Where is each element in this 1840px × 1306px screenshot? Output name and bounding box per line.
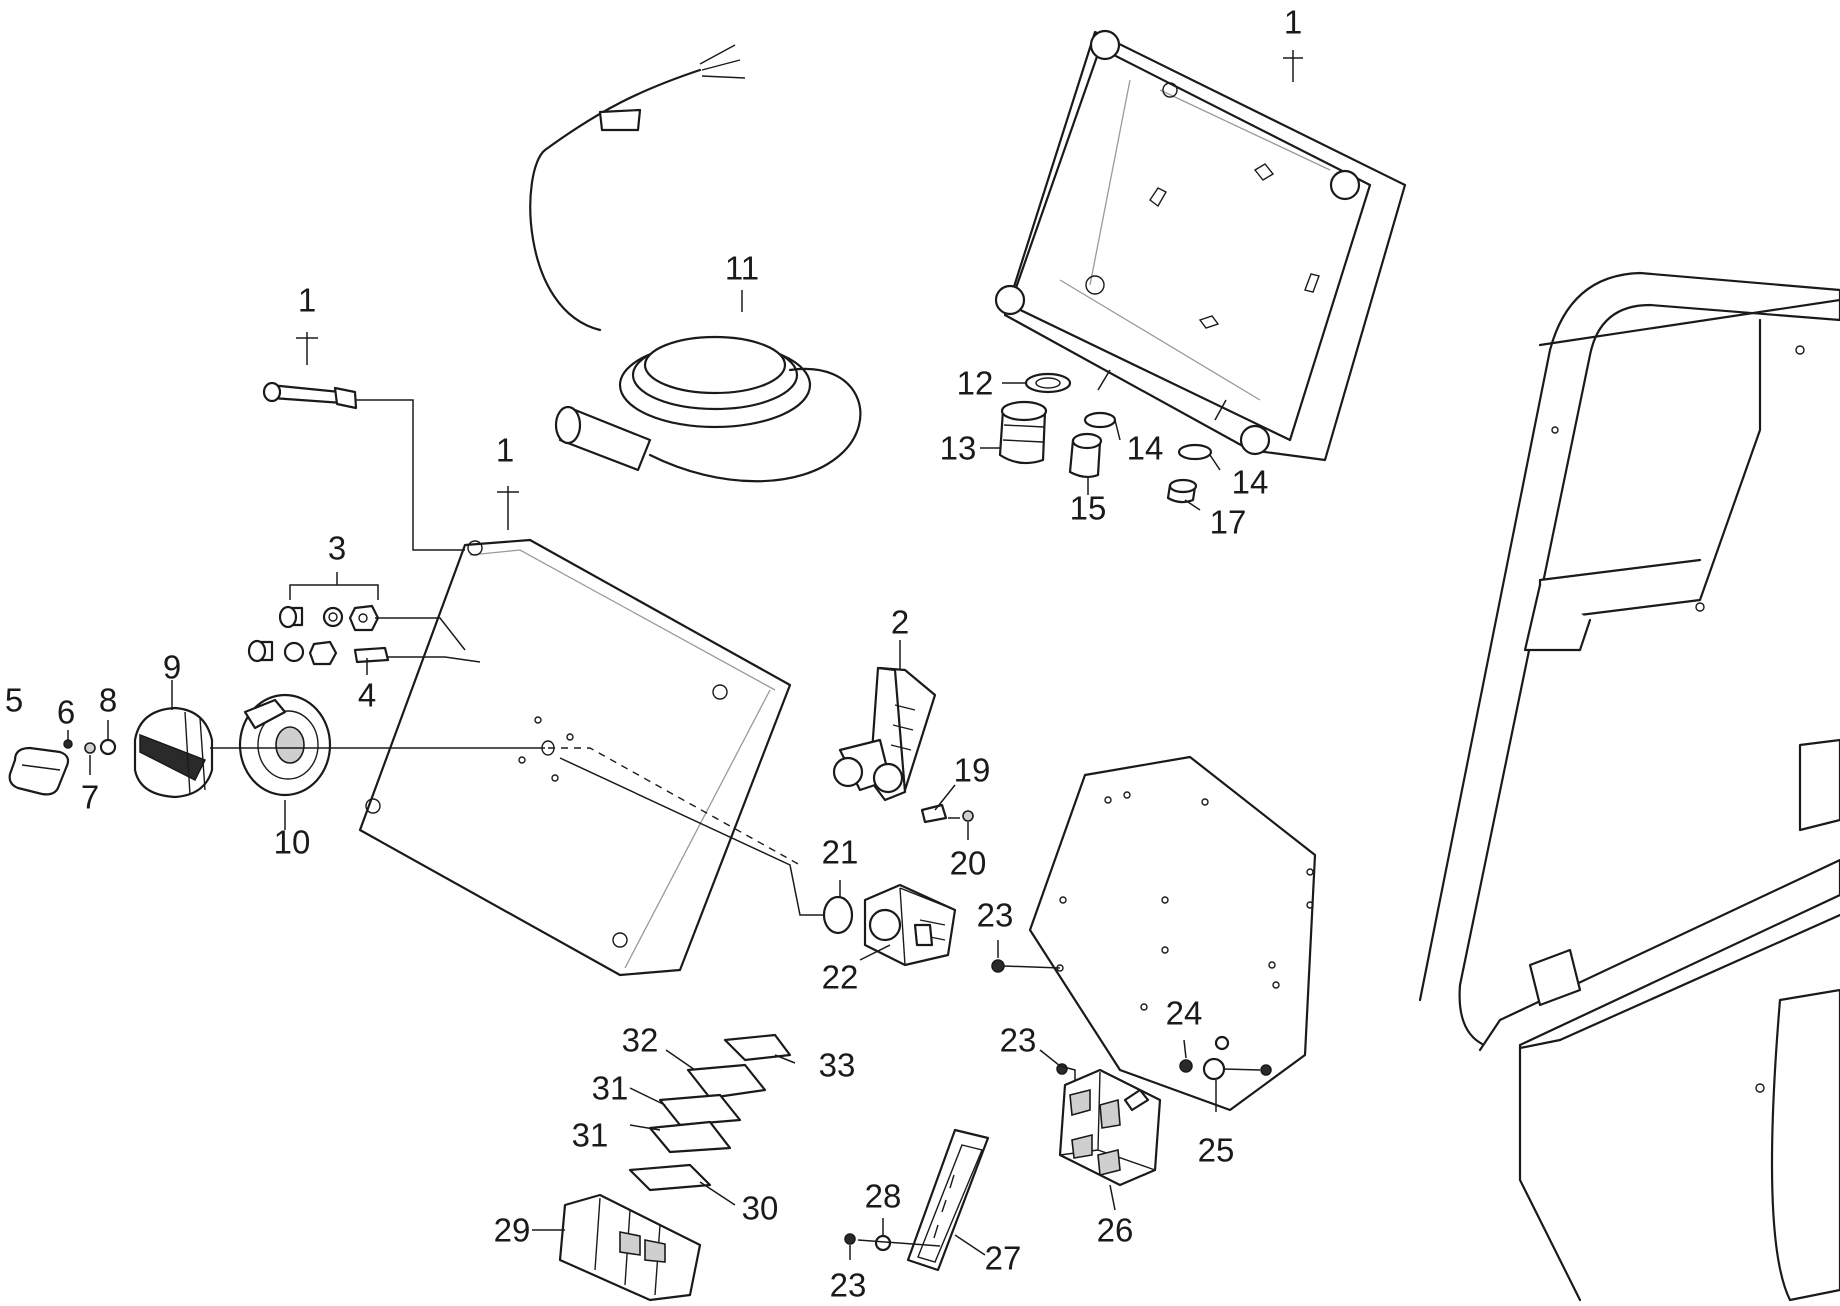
label-33: 33 [819, 1047, 856, 1084]
relay [1058, 1068, 1162, 1187]
label-22: 22 [822, 959, 859, 996]
label-1-bolt: 1 [298, 282, 316, 319]
label-23-a: 23 [977, 897, 1014, 934]
label-29: 29 [494, 1212, 531, 1249]
label-14-b: 14 [1232, 464, 1269, 501]
label-17: 17 [1210, 504, 1247, 541]
label-2: 2 [891, 604, 909, 641]
label-15: 15 [1070, 490, 1107, 527]
label-10: 10 [274, 824, 311, 861]
enclosure-lid [358, 538, 792, 977]
label-11: 11 [725, 250, 759, 287]
label-14-a: 14 [1127, 430, 1164, 467]
label-13: 13 [940, 430, 977, 467]
switch-body [822, 883, 957, 967]
frame [1418, 271, 1840, 1302]
label-1-lid: 1 [496, 432, 514, 469]
label-4: 4 [358, 677, 376, 714]
label-1-top: 1 [1284, 4, 1302, 41]
hinge [832, 666, 937, 802]
label-26: 26 [1097, 1212, 1134, 1249]
label-27: 27 [985, 1240, 1022, 1277]
label-19: 19 [954, 752, 991, 789]
cable-glands [998, 372, 1213, 504]
label-32: 32 [622, 1022, 659, 1059]
leader-lines [67, 50, 1303, 1260]
power-cable [529, 44, 862, 483]
label-5: 5 [5, 682, 23, 719]
terminal-blocks [558, 1033, 792, 1302]
label-8: 8 [99, 682, 117, 719]
label-23-c: 23 [830, 1267, 867, 1304]
label-25: 25 [1198, 1132, 1235, 1169]
part-labels: 1 1 1 2 3 4 5 6 7 8 9 10 11 12 13 14 14 … [5, 4, 1302, 1304]
label-12: 12 [957, 365, 994, 402]
label-23-b: 23 [1000, 1022, 1037, 1059]
switch-parts [8, 381, 390, 799]
mounting-plate [1028, 755, 1317, 1112]
screws-24-25 [844, 959, 1272, 1252]
label-6: 6 [57, 694, 75, 731]
label-3: 3 [328, 530, 346, 567]
label-31-b: 31 [572, 1117, 609, 1154]
label-30: 30 [742, 1190, 779, 1227]
enclosure-base [994, 29, 1407, 462]
label-20: 20 [950, 845, 987, 882]
label-24: 24 [1166, 995, 1203, 1032]
screw-19-20 [920, 803, 974, 824]
label-28: 28 [865, 1178, 902, 1215]
label-9: 9 [163, 649, 181, 686]
label-7: 7 [81, 779, 99, 816]
label-21: 21 [822, 834, 859, 871]
din-rail [906, 1128, 990, 1272]
label-31-a: 31 [592, 1070, 629, 1107]
